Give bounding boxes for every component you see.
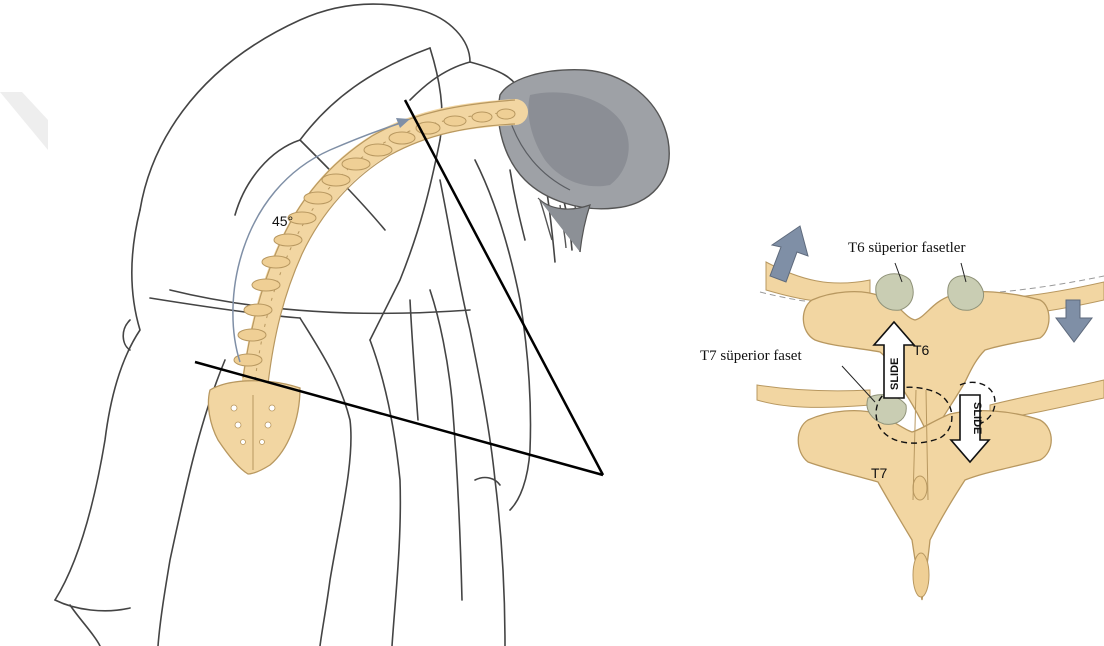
sacrum bbox=[208, 381, 300, 474]
angle-label: 45° bbox=[272, 213, 293, 229]
head bbox=[498, 70, 669, 252]
t6-superior-facets bbox=[876, 274, 984, 311]
svg-text:SLIDE: SLIDE bbox=[889, 358, 901, 390]
t6-superior-facets-label: T6 süperior fasetler bbox=[848, 240, 965, 256]
svg-text:SLIDE: SLIDE bbox=[971, 402, 983, 434]
body-outline bbox=[55, 4, 572, 646]
watermark-shape bbox=[0, 92, 48, 150]
t7-label: T7 bbox=[871, 465, 888, 481]
t7-superior-facet-label: T7 süperior faset bbox=[700, 348, 802, 364]
t6-label: T6 bbox=[913, 342, 930, 358]
up-left-motion-arrow bbox=[770, 226, 808, 282]
